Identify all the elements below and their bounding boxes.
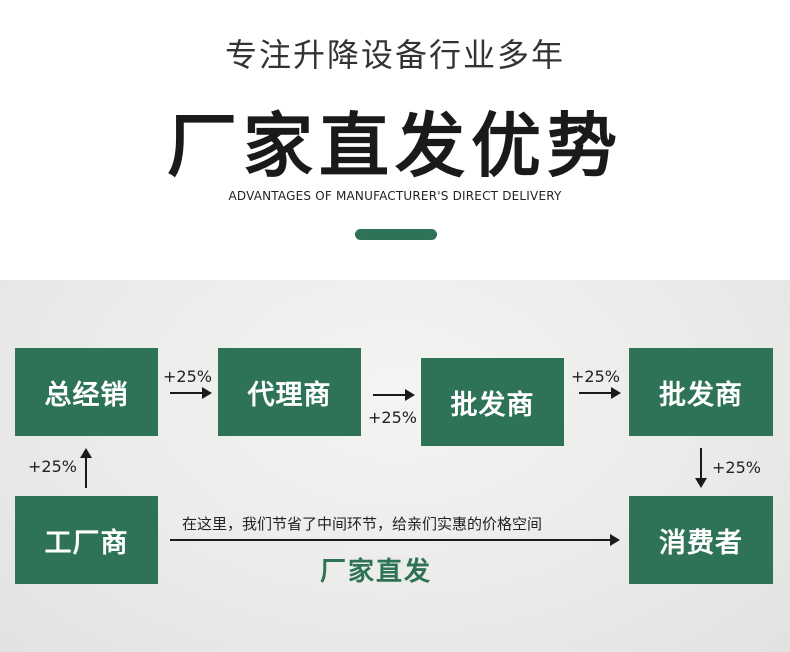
markup-label: +25% (368, 408, 417, 427)
direct-label: 厂家直发 (320, 557, 433, 587)
down-arrow-icon (695, 448, 707, 488)
accent-divider (355, 229, 437, 240)
markup-label: +25% (712, 458, 761, 477)
right-arrow-icon (170, 387, 212, 399)
right-arrow-icon (373, 389, 415, 401)
node-agent: 代理商 (218, 348, 361, 436)
direct-note: 在这里，我们节省了中间环节，给亲们实惠的价格空间 (182, 515, 543, 533)
long-right-arrow-icon (170, 534, 620, 546)
node-general-distributor: 总经销 (15, 348, 158, 436)
node-wholesaler-1: 批发商 (421, 358, 564, 446)
flow-panel (0, 280, 790, 652)
node-factory: 工厂商 (15, 496, 158, 584)
markup-label: +25% (571, 367, 620, 386)
node-consumer: 消费者 (629, 496, 773, 584)
up-arrow-icon (80, 448, 92, 488)
header-section: 专注升降设备行业多年 厂家直发优势 ADVANTAGES OF MANUFACT… (0, 0, 790, 280)
subtitle: 专注升降设备行业多年 (224, 36, 565, 74)
markup-label: +25% (28, 457, 77, 476)
english-subtitle: ADVANTAGES OF MANUFACTURER'S DIRECT DELI… (228, 189, 562, 203)
markup-label: +25% (163, 367, 212, 386)
page-title: 厂家直发优势 (167, 105, 623, 187)
node-wholesaler-2: 批发商 (629, 348, 773, 436)
right-arrow-icon (579, 387, 621, 399)
